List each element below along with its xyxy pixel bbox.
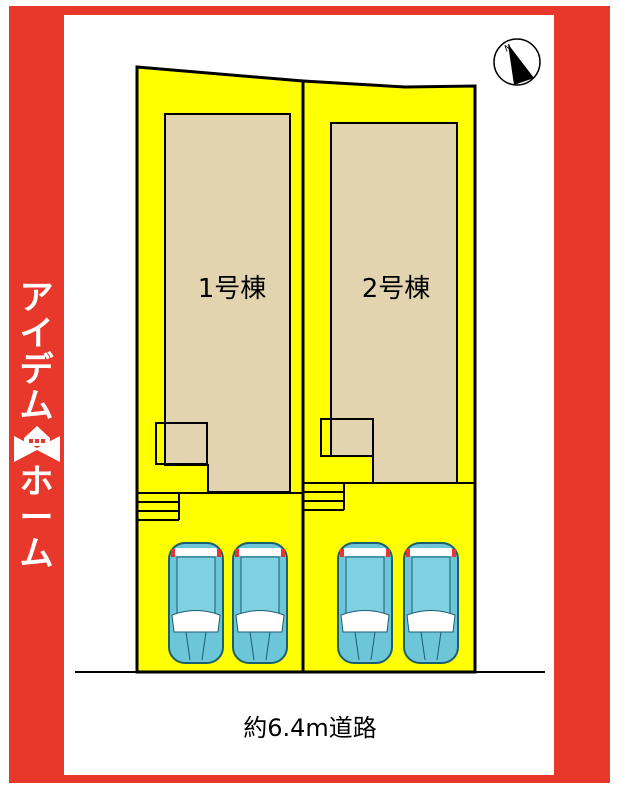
lot-2-label: 2号棟 [362,274,431,304]
lot-1-label: 1号棟 [198,274,267,304]
brand-logo: ア イ デ ム ホ ー ム [9,280,64,572]
car-icon [403,542,459,664]
road-label: 約6.4m道路 [243,714,377,742]
house-bowtie-icon [13,426,60,462]
porch-2 [320,418,374,457]
porch-1 [155,422,208,465]
car-icon [337,542,393,664]
svg-text:N: N [503,43,513,55]
steps-2 [304,483,345,511]
steps-1 [138,493,180,521]
north-arrow-icon: N [493,38,541,86]
car-icon [168,542,224,664]
car-icon [232,542,288,664]
